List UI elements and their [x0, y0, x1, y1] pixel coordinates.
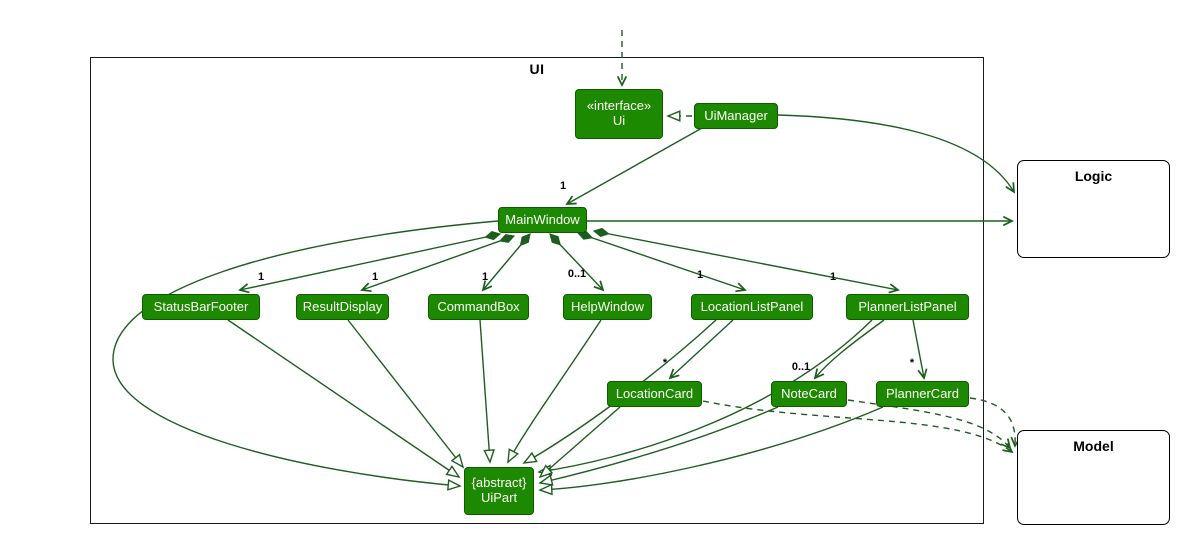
edge-mainwindow-resultdisplay — [362, 236, 514, 290]
edge-mainwindow-uipart — [112, 220, 499, 486]
multiplicity-plannerlistpanel: 1 — [829, 271, 837, 283]
class-notecard-name: NoteCard — [781, 385, 837, 401]
edge-plannercard-uipart — [540, 406, 884, 490]
edge-locationlistpanel-locationcard — [668, 319, 734, 380]
class-notecard: NoteCard — [771, 381, 847, 407]
class-uipart-stereotype: {abstract} — [471, 475, 527, 491]
edge-plannerlistpanel-notecard — [813, 319, 885, 380]
class-uimanager: UiManager — [694, 103, 778, 129]
class-locationcard: LocationCard — [607, 381, 702, 407]
edge-mainwindow-helpwindow — [550, 234, 603, 290]
edge-locationcard-uipart — [540, 406, 621, 477]
edge-resultdisplay-uipart — [347, 319, 463, 467]
edge-statusbarfooter-uipart — [227, 319, 459, 477]
edge-mainwindow-locationlistpanel — [578, 233, 745, 290]
edge-locationcard-model — [702, 400, 1014, 454]
class-plannercard: PlannerCard — [876, 381, 969, 407]
class-locationlistpanel-name: LocationListPanel — [700, 298, 804, 314]
multiplicity-resultdisplay: 1 — [371, 271, 379, 283]
class-plannerlistpanel: PlannerListPanel — [846, 294, 969, 320]
class-uimanager-name: UiManager — [704, 107, 768, 123]
edge-notecard-uipart — [540, 406, 779, 483]
multiplicity-helpwindow: 0..1 — [567, 268, 587, 280]
multiplicity-locationcard: * — [662, 357, 668, 369]
class-statusbarfooter: StatusBarFooter — [142, 294, 260, 320]
edge-plannerlistpanel-plannercard — [912, 319, 928, 380]
ui-package-label: UI — [529, 61, 545, 77]
model-component-box: Model — [1017, 430, 1170, 525]
ui-package-frame — [90, 57, 984, 524]
edge-mainwindow-plannerlistpanel — [594, 231, 898, 290]
edge-uimanager-logic — [777, 114, 1015, 194]
edge-commandbox-uipart — [479, 319, 490, 462]
edge-plannerlistpanel-uipart — [539, 319, 873, 472]
edge-uimanager-mainwindow — [565, 127, 703, 205]
class-plannercard-name: PlannerCard — [886, 385, 959, 401]
logic-component-box: Logic — [1017, 160, 1170, 258]
class-uipart-name: UiPart — [480, 490, 518, 505]
edge-helpwindow-uipart — [508, 319, 602, 462]
class-ui-interface-name: Ui — [612, 113, 626, 128]
class-resultdisplay-name: ResultDisplay — [302, 298, 383, 314]
edge-locationlistpanel-uipart — [524, 319, 717, 463]
class-mainwindow-name: MainWindow — [505, 211, 580, 227]
class-plannerlistpanel-name: PlannerListPanel — [858, 298, 957, 314]
class-commandbox: CommandBox — [428, 294, 529, 320]
class-mainwindow: MainWindow — [498, 207, 587, 233]
edge-mainwindow-commandbox — [483, 234, 530, 290]
class-helpwindow-name: HelpWindow — [571, 298, 644, 314]
class-statusbarfooter-name: StatusBarFooter — [153, 298, 249, 314]
class-helpwindow: HelpWindow — [563, 294, 652, 320]
edge-notecard-model — [847, 399, 1012, 450]
multiplicity-statusbarfooter: 1 — [257, 271, 265, 283]
class-resultdisplay: ResultDisplay — [296, 294, 389, 320]
multiplicity-commandbox: 1 — [481, 271, 489, 283]
class-locationcard-name: LocationCard — [615, 385, 694, 401]
edge-mainwindow-statusbarfooter — [240, 234, 500, 290]
class-locationlistpanel: LocationListPanel — [691, 294, 813, 320]
multiplicity-uimanager-mainwindow: 1 — [559, 180, 567, 192]
logic-component-label: Logic — [1074, 168, 1113, 184]
class-ui-interface-stereotype: «interface» — [586, 98, 652, 114]
class-ui-interface: «interface» Ui — [575, 89, 663, 139]
multiplicity-notecard: 0..1 — [791, 361, 811, 373]
class-uipart: {abstract} UiPart — [464, 467, 534, 515]
multiplicity-plannercard: * — [909, 357, 915, 369]
multiplicity-locationlistpanel: 1 — [696, 269, 704, 281]
model-component-label: Model — [1073, 438, 1114, 454]
class-commandbox-name: CommandBox — [437, 298, 520, 314]
edge-plannercard-model — [969, 397, 1021, 448]
